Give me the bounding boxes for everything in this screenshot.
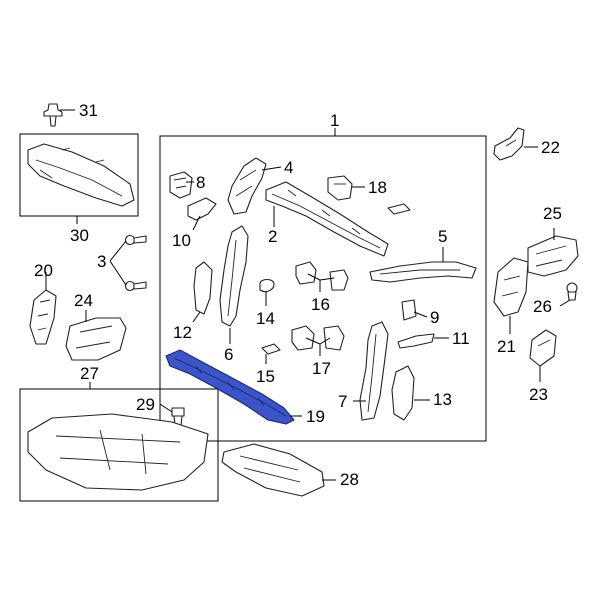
callout-24: 24 bbox=[74, 291, 93, 310]
part-23-bracket[interactable] bbox=[529, 329, 557, 367]
part-13-bracket[interactable] bbox=[391, 365, 415, 421]
callout-13: 13 bbox=[433, 390, 452, 409]
part-25-liner[interactable] bbox=[527, 235, 579, 277]
part-22-bracket[interactable] bbox=[493, 127, 525, 161]
part-4-support[interactable] bbox=[227, 157, 267, 215]
callout-18: 18 bbox=[368, 178, 387, 197]
part-7-vertical-support[interactable] bbox=[359, 321, 389, 421]
part-3-bolt-upper[interactable] bbox=[124, 234, 147, 246]
part-18-bracket[interactable] bbox=[327, 175, 353, 201]
part-9-clip[interactable] bbox=[401, 299, 417, 321]
callout-6: 6 bbox=[224, 345, 234, 364]
part-26-clip[interactable] bbox=[566, 282, 578, 301]
callout-23: 23 bbox=[529, 385, 548, 404]
callout-31: 31 bbox=[79, 101, 98, 120]
part-17-bracket-a[interactable] bbox=[291, 325, 315, 351]
part-21-liner[interactable] bbox=[493, 257, 529, 317]
callout-30: 30 bbox=[70, 226, 89, 245]
callout-29: 29 bbox=[136, 395, 155, 414]
part-30-cover[interactable] bbox=[27, 143, 135, 207]
part-18-plate[interactable] bbox=[387, 203, 411, 215]
callout-25: 25 bbox=[543, 204, 562, 223]
callout-4: 4 bbox=[284, 158, 294, 177]
assembly-30-box bbox=[19, 133, 139, 217]
part-12-bracket[interactable] bbox=[193, 261, 213, 315]
callout-28: 28 bbox=[340, 470, 359, 489]
callout-15: 15 bbox=[256, 367, 275, 386]
callout-21: 21 bbox=[497, 337, 516, 356]
callout-26: 26 bbox=[533, 297, 552, 316]
part-17-bracket-b[interactable] bbox=[323, 325, 345, 351]
assembly-1-box bbox=[159, 135, 487, 442]
part-5-rail[interactable] bbox=[369, 261, 477, 283]
callout-17: 17 bbox=[312, 359, 331, 378]
callout-7: 7 bbox=[338, 392, 348, 411]
part-31-clip[interactable] bbox=[43, 103, 63, 127]
callout-11: 11 bbox=[452, 329, 470, 348]
callout-19: 19 bbox=[306, 407, 325, 426]
part-15-pad[interactable] bbox=[261, 343, 281, 355]
part-27-under-cover[interactable] bbox=[27, 413, 209, 491]
part-3-bolt-lower[interactable] bbox=[124, 280, 147, 292]
callout-14: 14 bbox=[256, 309, 275, 328]
part-11-strip[interactable] bbox=[397, 333, 435, 349]
callout-22: 22 bbox=[541, 138, 560, 157]
part-2-upper-tie-bar[interactable] bbox=[265, 181, 389, 257]
part-28-shield[interactable] bbox=[221, 443, 325, 497]
callout-5: 5 bbox=[438, 227, 448, 246]
callout-3: 3 bbox=[97, 252, 107, 271]
assembly-27-box bbox=[19, 388, 219, 502]
callout-12: 12 bbox=[173, 323, 192, 342]
callout-2: 2 bbox=[268, 227, 278, 246]
part-6-vertical-support[interactable] bbox=[219, 225, 249, 327]
callout-1: 1 bbox=[330, 111, 340, 130]
callout-20: 20 bbox=[34, 261, 53, 280]
leader-lines bbox=[45, 109, 571, 481]
callout-10: 10 bbox=[172, 231, 191, 250]
callout-27: 27 bbox=[80, 364, 99, 383]
part-8-bracket[interactable] bbox=[169, 171, 193, 199]
part-10-bracket[interactable] bbox=[187, 197, 217, 221]
part-16-bracket-b[interactable] bbox=[329, 269, 349, 291]
part-19-lower-tie-bar[interactable] bbox=[165, 349, 295, 425]
part-16-bracket-a[interactable] bbox=[295, 261, 317, 285]
callout-8: 8 bbox=[196, 173, 206, 192]
part-20-bracket[interactable] bbox=[29, 289, 57, 345]
callout-9: 9 bbox=[430, 308, 440, 327]
part-14-grommet[interactable] bbox=[259, 278, 275, 293]
part-24-panel[interactable] bbox=[65, 317, 127, 361]
callout-16: 16 bbox=[311, 295, 330, 314]
